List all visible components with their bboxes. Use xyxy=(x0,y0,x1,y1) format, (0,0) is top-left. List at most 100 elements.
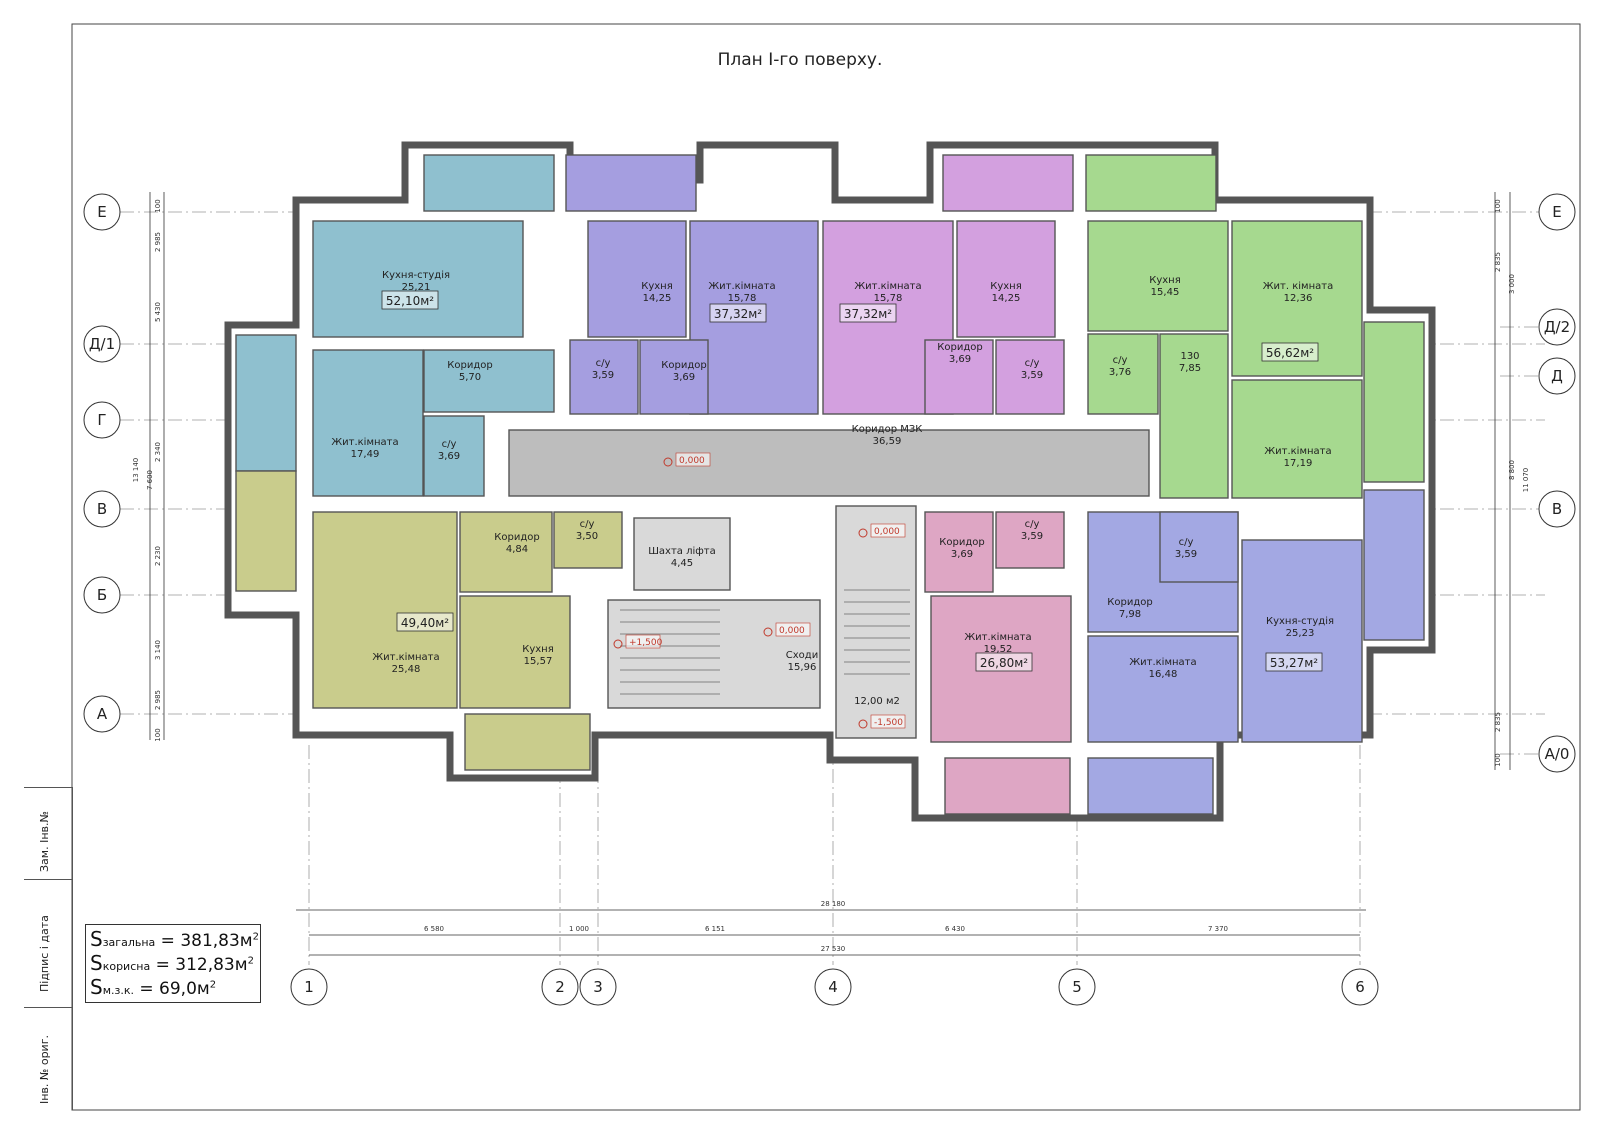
balcony-olive xyxy=(464,713,591,771)
axis-bubble xyxy=(541,968,579,1006)
room-living-green-b xyxy=(1231,379,1363,499)
elevation-marker xyxy=(613,639,623,649)
room-name-label: Жит.кімната xyxy=(1264,445,1331,457)
elevation-marker xyxy=(858,719,868,729)
axis-bubble xyxy=(83,490,121,528)
room-area-label: 3,76 xyxy=(1109,367,1131,378)
room-area-label: 25,48 xyxy=(392,664,421,675)
room-name-label: с/у xyxy=(1113,355,1128,366)
apartment-total-label: 49,40м² xyxy=(401,616,449,630)
room-area-label: 4,84 xyxy=(506,544,528,555)
axis-bubble-label: 2 xyxy=(555,978,565,996)
room-kitchen-green xyxy=(1087,220,1229,332)
room-area-label: 12,36 xyxy=(1284,293,1313,304)
dimension-text: 2 985 xyxy=(154,232,162,252)
room-area-label: 36,59 xyxy=(873,436,902,447)
apartment-total-box xyxy=(381,290,439,310)
axis-bubble-label: Е xyxy=(97,203,106,221)
room-area-label: 15,78 xyxy=(728,293,757,304)
room-kitchen-olive xyxy=(459,595,571,709)
dimension-text: 2 340 xyxy=(154,442,162,462)
axis-bubble-label: 5 xyxy=(1072,978,1082,996)
dimension-text: 8 800 xyxy=(1508,460,1516,480)
balcony-pink xyxy=(944,757,1071,815)
room-area-label: 25,21 xyxy=(402,282,431,293)
elevation-marker xyxy=(763,627,773,637)
room-name-label: Коридор xyxy=(939,537,984,548)
apartment-total-box xyxy=(709,303,767,323)
dimension-text: 11 070 xyxy=(1522,468,1530,493)
room-corridor-violet xyxy=(924,339,994,415)
room-kitchen-studio-teal xyxy=(312,220,524,338)
room-area-label: 19,52 xyxy=(984,644,1013,655)
stair-treads xyxy=(620,589,910,695)
room-corridor-pink xyxy=(924,511,994,593)
room-area-label: 3,59 xyxy=(1021,531,1043,542)
room-name-label: с/у xyxy=(442,439,457,450)
room-name-label: Коридор xyxy=(447,360,492,371)
dimension-text: 6 151 xyxy=(705,925,725,933)
room-name-label: Кухня xyxy=(641,281,673,292)
area-summary-box: Sзагальна = 381,83м2 Sкорисна = 312,83м2… xyxy=(85,924,261,1003)
axis-bubble xyxy=(814,968,852,1006)
room-name-label: Жит.кімната xyxy=(331,436,398,448)
room-name-label: Кухня xyxy=(522,644,554,655)
room-living-blue xyxy=(1087,635,1239,743)
stamp-label-replacement: Зам. Інв.№ xyxy=(38,811,51,872)
dimension-text: 3 140 xyxy=(154,640,162,660)
axis-bubble xyxy=(1538,357,1576,395)
room-name-label: Коридор xyxy=(661,360,706,371)
room-loggia-green xyxy=(1363,321,1425,483)
room-stairs xyxy=(607,599,821,709)
room-corridor-green xyxy=(1159,333,1229,499)
room-name-label: Шахта ліфта xyxy=(648,545,716,557)
stamp-label-signature: Підпис і дата xyxy=(38,915,51,992)
room-bath-olive xyxy=(553,511,623,569)
room-area-label: 17,19 xyxy=(1284,458,1313,469)
room-name-label: Сходи xyxy=(786,650,818,661)
room-name-label: Жит. кімната xyxy=(1263,280,1333,292)
room-name-label: Жит.кімната xyxy=(372,651,439,663)
dimension-text: 27 530 xyxy=(821,945,846,953)
elevation-box xyxy=(675,452,711,467)
elevation-marker xyxy=(663,457,673,467)
axis-bubble-label: Б xyxy=(97,586,107,604)
room-bath-blue xyxy=(1159,511,1239,583)
apartment-total-label: 52,10м² xyxy=(386,294,434,308)
room-vestibule xyxy=(835,505,917,739)
axis-bubble-label: Д/2 xyxy=(1544,318,1570,336)
elevation-box xyxy=(870,523,906,538)
apartment-total-box xyxy=(975,652,1033,672)
axis-bubble xyxy=(290,968,328,1006)
stamp-label-original: Інв. № ориг. xyxy=(38,1035,51,1104)
room-area-label: 15,57 xyxy=(524,656,553,667)
room-corridor-olive xyxy=(459,511,553,593)
room-area-label: 15,96 xyxy=(788,662,817,673)
room-name-label: Жит.кімната xyxy=(708,280,775,292)
axis-bubble xyxy=(1538,193,1576,231)
room-name-label: с/у xyxy=(596,358,611,369)
elevation-box xyxy=(625,634,661,649)
axis-bubble xyxy=(1341,968,1379,1006)
apartment-total-box xyxy=(396,612,454,632)
apartment-total-label: 56,62м² xyxy=(1266,346,1314,360)
room-name-label: Коридор МЗК xyxy=(852,424,923,435)
dimension-text: 13 140 xyxy=(132,458,140,483)
apartment-total-label: 26,80м² xyxy=(980,656,1028,670)
dimension-text: 2 835 xyxy=(1494,252,1502,272)
balcony-blue xyxy=(1087,757,1214,815)
room-area-label: 15,78 xyxy=(874,293,903,304)
apartment-total-label: 53,27м² xyxy=(1270,656,1318,670)
room-name-label: с/у xyxy=(580,519,595,530)
axis-bubble-label: 4 xyxy=(828,978,838,996)
apartment-total-label: 37,32м² xyxy=(714,307,762,321)
room-name-label: Жит.кімната xyxy=(854,280,921,292)
dimension-text: 2 985 xyxy=(154,690,162,710)
room-area-label: 3,50 xyxy=(576,531,598,542)
axis-bubble xyxy=(1538,490,1576,528)
dimension-text: 6 430 xyxy=(945,925,965,933)
axis-bubble-label: А/0 xyxy=(1545,745,1570,763)
axis-bubble-label: 1 xyxy=(304,978,314,996)
